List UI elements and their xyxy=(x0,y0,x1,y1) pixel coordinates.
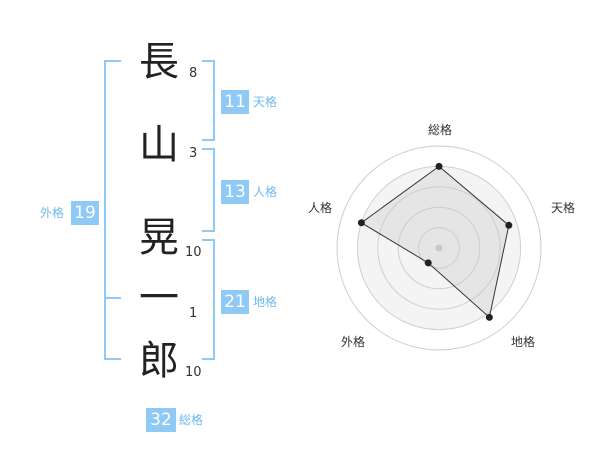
name-char-1: 長 xyxy=(139,39,179,85)
chikaku-label: 地格 xyxy=(253,295,278,309)
name-char-5: 郎 xyxy=(139,338,179,384)
name-char-3: 晃 xyxy=(139,215,179,261)
gaikaku-value: 19 xyxy=(71,201,99,225)
jinkaku-value: 13 xyxy=(221,180,249,204)
soukaku-label: 総格 xyxy=(179,413,204,427)
radar-center-dot xyxy=(435,244,443,252)
tenkaku-label: 天格 xyxy=(253,95,278,109)
jinkaku-label: 人格 xyxy=(253,185,278,199)
radar-point-5 xyxy=(357,219,365,227)
radar-label-jinkaku: 人格 xyxy=(308,201,333,215)
radar-point-2 xyxy=(505,221,513,229)
radar-point-1 xyxy=(435,162,443,170)
stroke-count-5: 10 xyxy=(185,365,202,380)
radar-label-soukaku: 総格 xyxy=(428,123,453,137)
stroke-count-4: 1 xyxy=(189,306,198,321)
stroke-count-2: 3 xyxy=(189,146,198,161)
tenkaku-value: 11 xyxy=(221,90,249,114)
radar-label-tenkaku: 天格 xyxy=(551,201,576,215)
stroke-count-3: 10 xyxy=(185,245,202,260)
chikaku-value: 21 xyxy=(221,290,249,314)
radar-data-polygon xyxy=(360,165,510,319)
soukaku-value: 32 xyxy=(146,408,176,432)
stroke-count-1: 8 xyxy=(189,66,198,81)
gaikaku-label: 外格 xyxy=(40,206,65,220)
name-char-4: 一 xyxy=(139,275,179,321)
radar-point-3 xyxy=(485,313,493,321)
radar-label-chikaku: 地格 xyxy=(511,335,536,349)
radar-label-gaikaku: 外格 xyxy=(341,335,366,349)
name-char-2: 山 xyxy=(139,122,179,168)
radar-point-4 xyxy=(424,259,432,267)
